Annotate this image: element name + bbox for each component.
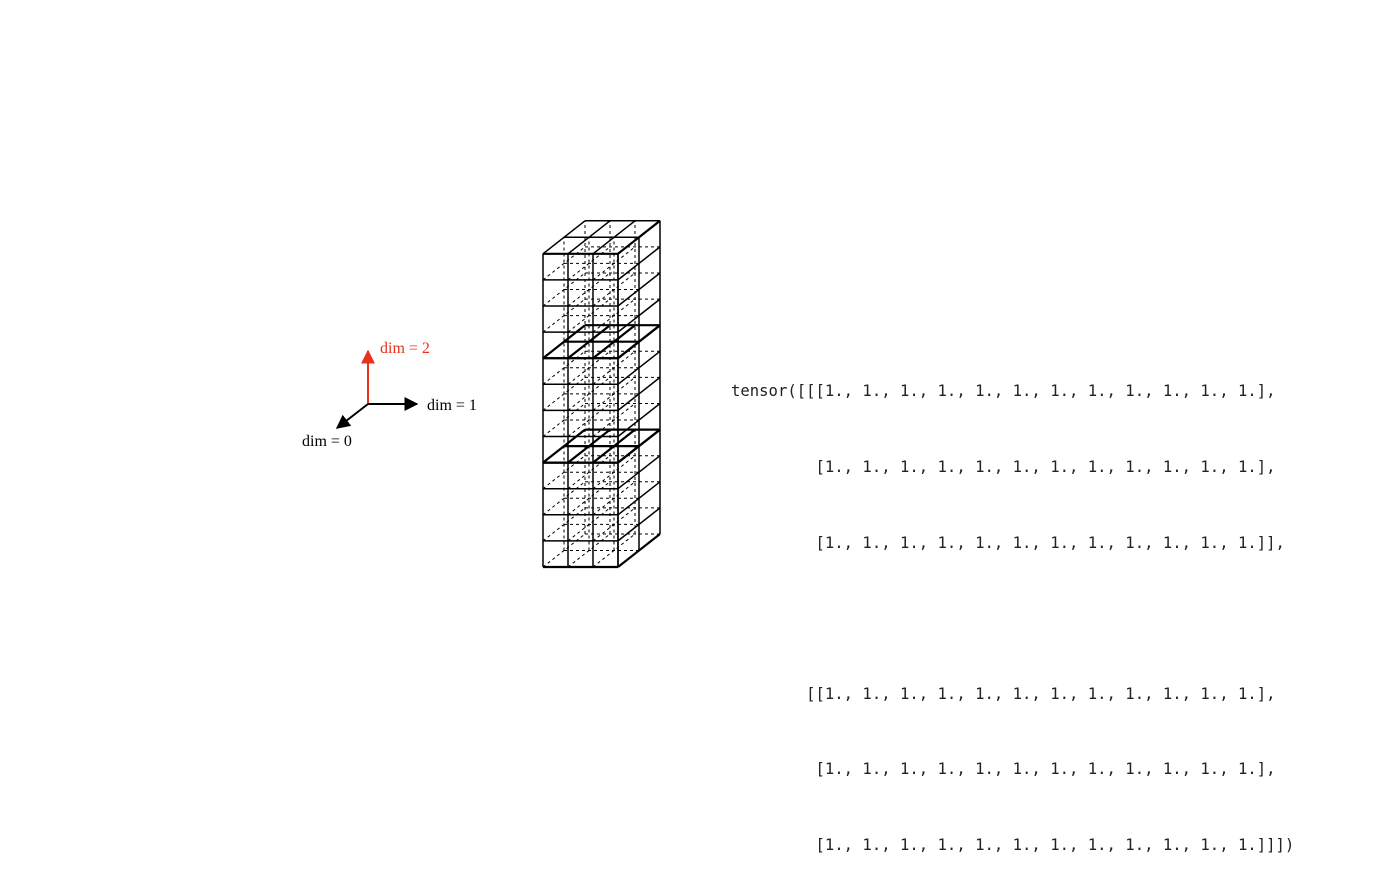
- layer-edge: [592, 220, 636, 255]
- hidden-edge: [567, 403, 611, 437]
- hidden-edge: [567, 507, 611, 542]
- layer-edge: [567, 324, 611, 360]
- dim-1-label: dim = 1: [427, 397, 477, 414]
- hidden-edge: [542, 350, 586, 385]
- tensor-cube-grid: [542, 219, 661, 569]
- dim-2-label: dim = 2: [380, 340, 430, 357]
- layer-edge: [567, 428, 611, 464]
- hidden-edge: [592, 403, 636, 437]
- tensor-line: tensor([[[1., 1., 1., 1., 1., 1., 1., 1.…: [731, 382, 1276, 401]
- hidden-edge: [542, 377, 586, 411]
- hidden-edge: [542, 403, 586, 437]
- dim-0-label: dim = 0: [302, 433, 352, 450]
- layer-edge: [617, 428, 661, 464]
- hidden-edge: [592, 377, 636, 411]
- tensor-diagram: dim = 2 dim = 1 dim = 0: [302, 219, 661, 569]
- hidden-edge: [592, 350, 636, 385]
- hidden-edge: [542, 298, 586, 333]
- hidden-edge: [592, 246, 636, 281]
- layer-edge: [592, 324, 636, 360]
- hidden-edge: [592, 272, 636, 307]
- hidden-edge: [567, 377, 611, 411]
- hidden-edge: [542, 533, 586, 568]
- hidden-edge: [542, 481, 586, 516]
- dim-0-arrow: [335, 403, 369, 429]
- axis-indicator: dim = 2 dim = 1 dim = 0: [302, 340, 477, 450]
- layer-edge: [617, 324, 661, 360]
- hidden-edge: [542, 455, 586, 490]
- hidden-edge: [567, 350, 611, 385]
- hidden-edge: [567, 246, 611, 281]
- tensor-line: [1., 1., 1., 1., 1., 1., 1., 1., 1., 1.,…: [731, 835, 1295, 854]
- hidden-edge: [567, 481, 611, 516]
- hidden-edge: [592, 481, 636, 516]
- hidden-edge: [592, 455, 636, 490]
- hidden-edge: [542, 507, 586, 542]
- layer-edge: [617, 220, 661, 255]
- hidden-edge: [592, 298, 636, 333]
- hidden-edge: [567, 533, 611, 568]
- hidden-edge: [592, 507, 636, 542]
- layer-edge: [592, 428, 636, 464]
- layer-edge: [542, 428, 586, 464]
- tensor-line: [1., 1., 1., 1., 1., 1., 1., 1., 1., 1.,…: [731, 533, 1285, 552]
- tensor-line: [[1., 1., 1., 1., 1., 1., 1., 1., 1., 1.…: [731, 684, 1276, 703]
- layer-edge: [542, 324, 586, 360]
- tensor-line: [1., 1., 1., 1., 1., 1., 1., 1., 1., 1.,…: [731, 458, 1276, 476]
- tensor-line: [1., 1., 1., 1., 1., 1., 1., 1., 1., 1.,…: [731, 760, 1276, 779]
- hidden-edge: [542, 246, 586, 281]
- hidden-edge: [592, 533, 636, 568]
- tensor-output: tensor([[[1., 1., 1., 1., 1., 1., 1., 1.…: [731, 329, 1294, 883]
- hidden-edge: [567, 455, 611, 490]
- tensor-line: [731, 606, 1294, 631]
- hidden-edge: [567, 272, 611, 307]
- layer-edge: [567, 220, 611, 255]
- hidden-edge: [542, 272, 586, 307]
- hidden-edge: [567, 298, 611, 333]
- layer-edge: [542, 220, 586, 255]
